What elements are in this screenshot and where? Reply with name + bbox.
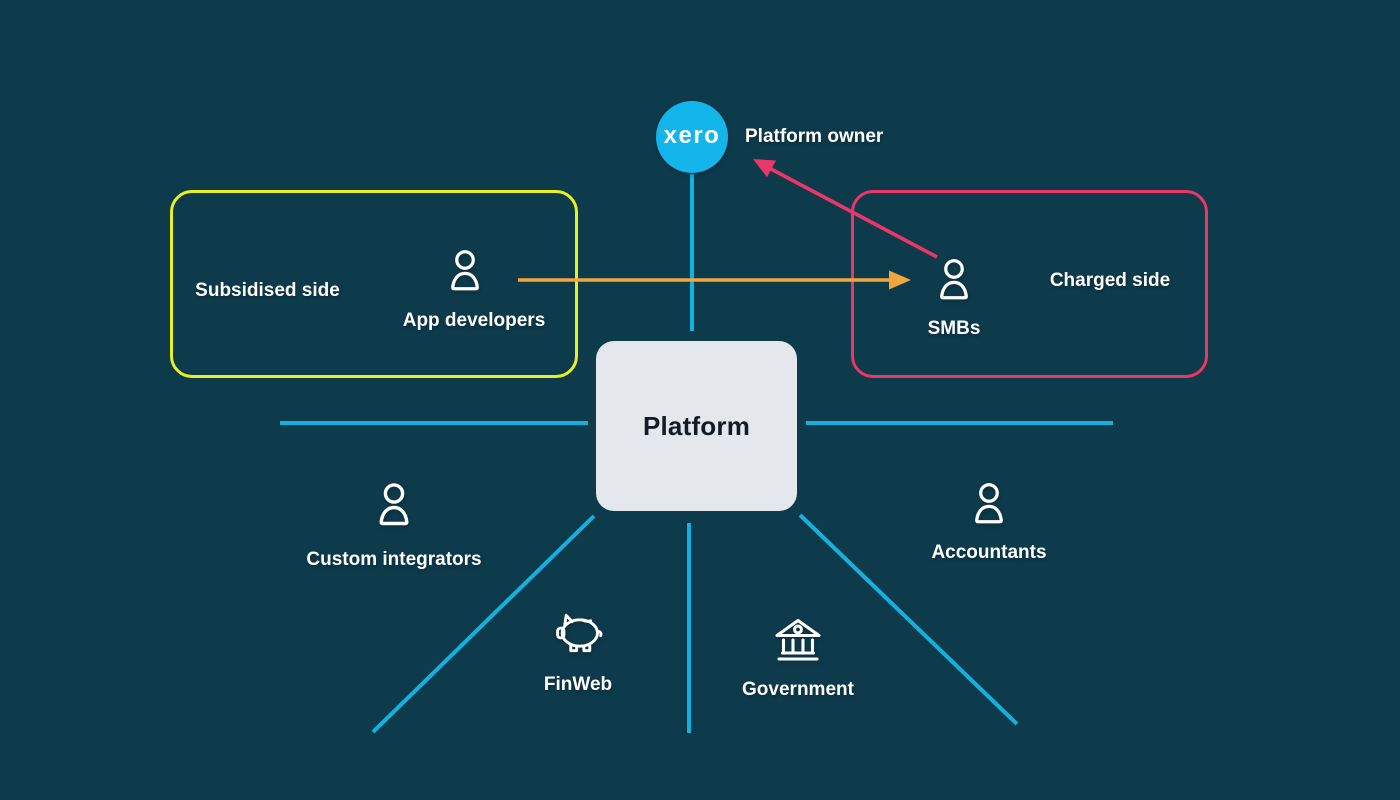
piggy-bank-icon [556, 613, 603, 653]
government-label: Government [742, 679, 854, 700]
platform-label: Platform [642, 410, 751, 441]
participant-government: Government [718, 614, 878, 702]
app-developers-label: App developers [402, 310, 546, 331]
xero-logo: xero [656, 101, 728, 173]
platform-owner-label: Platform owner [745, 126, 884, 147]
participant-custom-integrators: Custom integrators [292, 480, 496, 572]
xero-logo-text: xero [663, 122, 721, 149]
finweb-label: FinWeb [543, 674, 613, 695]
charged-side-title: Charged side [1049, 270, 1171, 291]
participant-accountants: Accountants [889, 480, 1089, 565]
smbs-label: SMBs [927, 318, 981, 339]
subsidised-side-box [170, 190, 578, 378]
charged-side-box [851, 190, 1208, 378]
accountants-label: Accountants [931, 542, 1047, 563]
participant-finweb: FinWeb [498, 608, 658, 697]
bank-building-icon [775, 618, 821, 661]
subsidised-side-title: Subsidised side [195, 280, 340, 301]
platform-node: Platform [596, 341, 797, 511]
custom-integrators-label: Custom integrators [306, 549, 482, 570]
user-icon [975, 483, 1003, 524]
user-icon [379, 483, 409, 526]
